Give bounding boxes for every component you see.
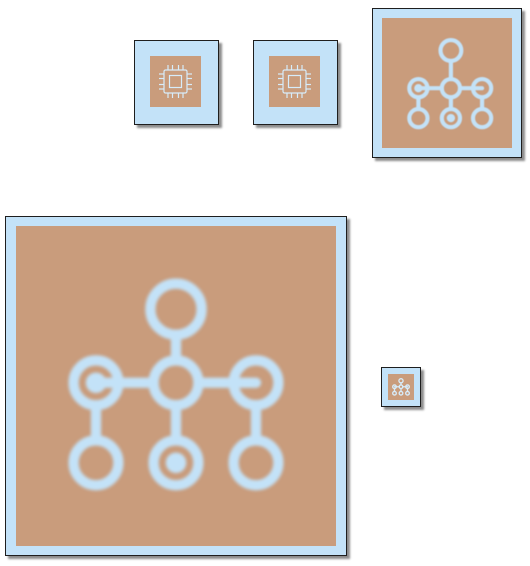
network-icon (388, 374, 414, 400)
network-icon (382, 18, 512, 148)
chip-tile-2[interactable] (253, 40, 338, 125)
chip-icon-graphic (159, 65, 192, 98)
network-icon-graphic (68, 278, 284, 491)
chip-icon (150, 56, 201, 107)
network-tile-large[interactable] (5, 216, 347, 556)
network-icon-graphic (407, 38, 494, 130)
chip-tile-1[interactable] (134, 40, 219, 125)
chip-icon (269, 56, 320, 107)
network-icon-graphic (392, 378, 410, 396)
chip-icon-graphic (278, 65, 311, 98)
network-tile-medium[interactable] (372, 8, 522, 158)
network-icon (16, 226, 336, 546)
network-tile-small[interactable] (381, 367, 421, 407)
